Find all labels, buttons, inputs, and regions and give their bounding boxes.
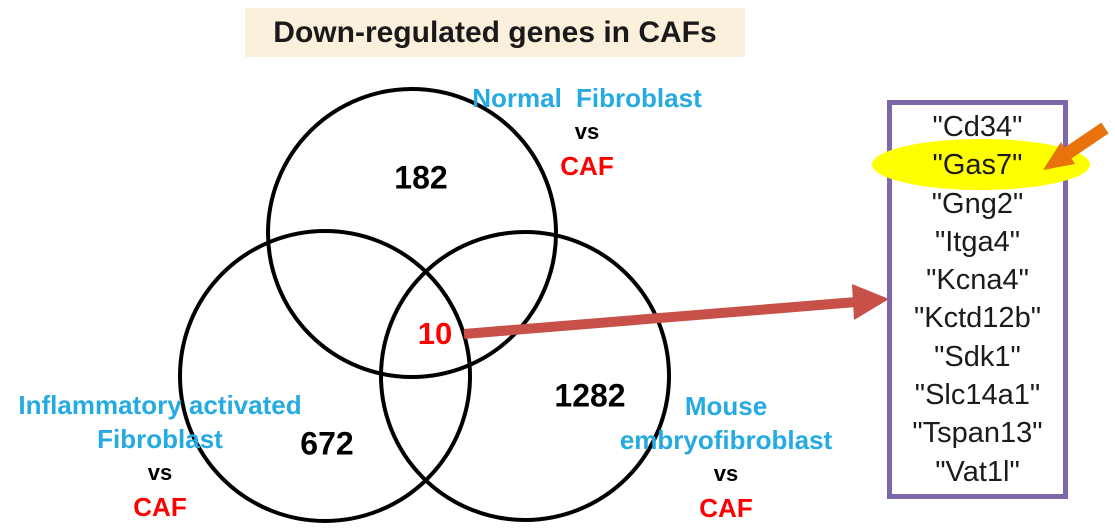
gene-item: "Itga4": [934, 225, 1021, 258]
vs-text: vs: [147, 460, 173, 485]
circle-normal-fibroblast: [266, 87, 558, 379]
set-name-line2: Fibroblast: [97, 424, 223, 454]
vs-text: vs: [713, 461, 739, 486]
title-box: Down-regulated genes in CAFs: [245, 8, 745, 57]
gene-item: "Gng2": [931, 187, 1024, 220]
label-normal-fibroblast: Normal Fibroblast vs CAF: [437, 81, 737, 183]
gene-item: "Tspan13": [912, 417, 1043, 450]
gas7-pointer-arrow-shaft: [1064, 122, 1109, 159]
gene-item: "Kcna4": [926, 264, 1029, 297]
vs-text: vs: [574, 119, 600, 144]
gene-item: "Cd34": [932, 111, 1023, 143]
caf-text: CAF: [560, 151, 614, 181]
set-name: Normal Fibroblast: [472, 83, 702, 113]
count-mouse-embryofibroblast: 1282: [554, 377, 626, 414]
gas7-pointer-arrow-head: [1043, 142, 1075, 170]
count-intersection: 10: [417, 316, 453, 351]
set-name-line1: Mouse: [684, 391, 768, 421]
count-inflammatory-activated-fibroblast: 672: [300, 425, 354, 462]
gene-item: "Sdk1": [934, 340, 1021, 373]
intersection-to-genelist-arrow-shaft: [463, 297, 857, 339]
figure-title: Down-regulated genes in CAFs: [273, 15, 717, 49]
circle-inflammatory-activated-fibroblast: [178, 229, 472, 523]
count-normal-fibroblast: 182: [394, 159, 448, 196]
gene-item: "Slc14a1": [914, 379, 1041, 412]
set-name-line2: embryofibroblast: [619, 425, 833, 455]
gene-item: "Vat1l": [935, 455, 1020, 488]
intersection-to-genelist-arrow-head: [852, 284, 889, 320]
circle-mouse-embryofibroblast: [379, 230, 671, 522]
gene-list: "Cd34" "Gas7" "Gng2" "Itga4" "Kcna4" "Kc…: [887, 100, 1068, 499]
label-mouse-embryofibroblast: Mouse embryofibroblast vs CAF: [576, 389, 876, 525]
gene-item: "Kctd12b": [913, 302, 1041, 335]
caf-text: CAF: [699, 493, 753, 523]
set-name-line1: Inflammatory activated: [18, 390, 302, 420]
gene-item-highlighted: "Gas7": [932, 149, 1023, 182]
caf-text: CAF: [133, 492, 187, 522]
label-inflammatory-activated-fibroblast: Inflammatory activated Fibroblast vs CAF: [0, 388, 320, 524]
gas7-pointer-arrow: [1043, 122, 1109, 170]
